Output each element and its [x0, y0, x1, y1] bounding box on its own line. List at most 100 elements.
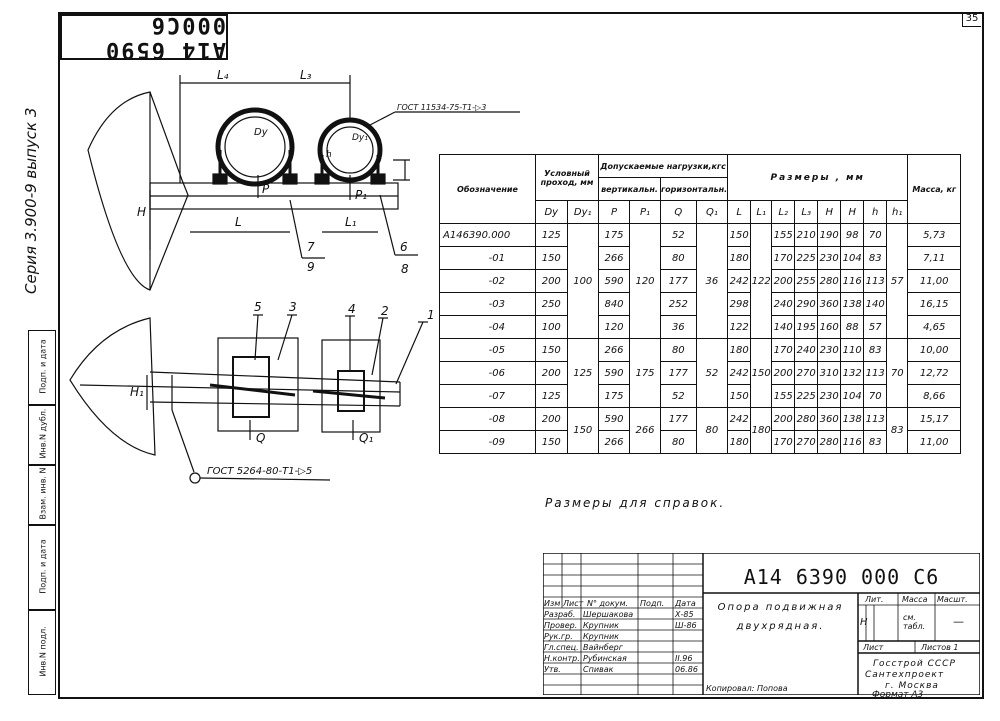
title-block-grid: [543, 553, 980, 695]
table-cell: 7,11: [907, 246, 962, 270]
table-cell: 170: [771, 338, 796, 362]
side-cell: Подп. и дата: [28, 330, 56, 405]
table-cell: 98: [840, 223, 865, 247]
dim-small-h-label: h: [326, 150, 332, 160]
table-cell: 155: [771, 223, 796, 247]
table-cell: 122: [727, 315, 752, 339]
table-cell: 242: [727, 361, 752, 385]
table-cell: 150: [750, 338, 773, 408]
doc-description: Опора подвижная двухрядная.: [703, 594, 858, 642]
table-cell: 113: [863, 361, 888, 385]
table-cell: 83: [863, 430, 888, 454]
table-cell: 225: [794, 246, 819, 270]
table-cell: 200: [771, 269, 796, 293]
table-cell: 120: [629, 223, 661, 339]
table-cell: 70: [863, 223, 888, 247]
table-cell: 116: [840, 430, 865, 454]
mass-value: см. табл.: [903, 613, 926, 631]
page-number: 35: [962, 12, 981, 27]
pos-1-label: 1: [427, 308, 435, 322]
col-header: h: [863, 200, 888, 224]
table-cell: 138: [840, 292, 865, 316]
table-cell: 150: [535, 246, 568, 270]
pipe-dy1-label: Dy₁: [352, 133, 368, 143]
pos-3-label: 3: [289, 300, 297, 314]
table-cell: 36: [660, 315, 697, 339]
sign-date: Х-85: [675, 610, 694, 619]
table-cell: 180: [750, 407, 773, 454]
pos-5-label: 5: [254, 300, 262, 314]
table-cell: 160: [817, 315, 842, 339]
lit-value: Н: [860, 617, 868, 628]
table-cell: 150: [727, 384, 752, 408]
table-cell: 225: [794, 384, 819, 408]
role-label: Гл.спец.: [544, 643, 579, 652]
scale-label: Масшт.: [937, 595, 968, 604]
table-cell: 266: [629, 407, 661, 454]
table-cell: 70: [863, 384, 888, 408]
table-cell: 280: [794, 407, 819, 431]
spec-table: Обозначение Условный проход, мм Допускае…: [439, 154, 962, 454]
hdr-list: Лист: [563, 599, 584, 608]
table-cell: 113: [863, 407, 888, 431]
org-line-2: Сантехпроект: [865, 670, 945, 680]
table-cell: 125: [535, 384, 568, 408]
load-q-label: Q: [256, 431, 266, 445]
sign-date: 06.86: [675, 665, 698, 674]
table-cell: 177: [660, 269, 697, 293]
pos-9-label: 9: [307, 260, 315, 274]
dim-l3-label: L₃: [300, 68, 312, 82]
reference-note: Размеры для справок.: [545, 496, 726, 510]
table-cell: 138: [840, 407, 865, 431]
title-block: Изм Лист N° докум. Подп. Дата Лит. Масса…: [543, 553, 980, 695]
table-cell: 12,72: [907, 361, 962, 385]
person-name: Рубинская: [583, 654, 627, 663]
table-cell: 52: [695, 338, 729, 408]
org-line-1: Госстрой СССР: [873, 659, 956, 669]
table-cell: 83: [863, 246, 888, 270]
table-cell: 4,65: [907, 315, 962, 339]
desc-line-2: двухрядная.: [736, 621, 825, 632]
table-cell: 360: [817, 292, 842, 316]
designation-cell: -05: [439, 338, 536, 362]
table-cell: 270: [794, 361, 819, 385]
table-cell: 230: [817, 384, 842, 408]
role-label: Утв.: [544, 665, 561, 674]
table-cell: 104: [840, 384, 865, 408]
designation-cell: -03: [439, 292, 536, 316]
table-cell: 57: [863, 315, 888, 339]
col-header: h₁: [886, 200, 909, 224]
col-header: Q: [660, 200, 697, 224]
table-cell: 5,73: [907, 223, 962, 247]
table-cell: 175: [598, 384, 630, 408]
table-cell: 590: [598, 407, 630, 431]
table-cell: 80: [660, 338, 697, 362]
hdr-doc: N° докум.: [587, 599, 629, 608]
person-name: Крупник: [583, 621, 619, 630]
dim-h1-label: H₁: [130, 385, 144, 399]
table-cell: 180: [727, 430, 752, 454]
support-drawing: [69, 75, 520, 484]
sign-date: II.96: [675, 654, 693, 663]
table-cell: 177: [660, 407, 697, 431]
pos-2-label: 2: [381, 304, 389, 318]
table-cell: 242: [727, 269, 752, 293]
pos-4-label: 4: [348, 302, 356, 316]
desc-line-1: Опора подвижная: [717, 602, 844, 613]
role-label: Провер.: [544, 621, 578, 630]
table-cell: 170: [771, 430, 796, 454]
designation-cell: -07: [439, 384, 536, 408]
table-cell: 88: [840, 315, 865, 339]
table-cell: 11,00: [907, 430, 962, 454]
designation-cell: -02: [439, 269, 536, 293]
table-cell: 255: [794, 269, 819, 293]
table-cell: 125: [535, 223, 568, 247]
table-cell: 116: [840, 269, 865, 293]
format-label: Формат А3: [872, 690, 924, 700]
role-label: Рук.гр.: [544, 632, 573, 641]
table-cell: 170: [771, 246, 796, 270]
